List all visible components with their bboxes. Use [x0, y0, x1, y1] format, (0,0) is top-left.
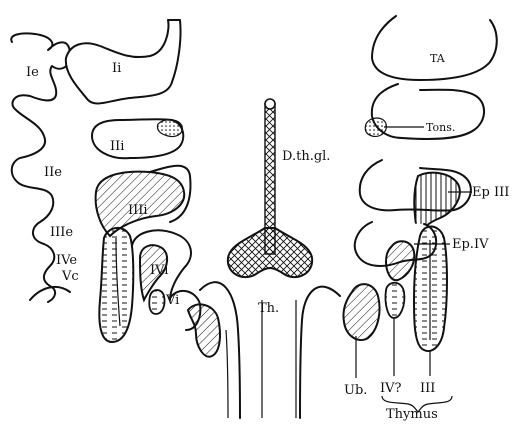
label-ep3: Ep III	[472, 185, 509, 200]
label-TA: TA	[430, 52, 446, 65]
label-Ii: Ii	[112, 61, 121, 76]
pouch-Vi	[149, 290, 164, 314]
label-tonsil: Tons.	[426, 121, 455, 134]
thyroid-body	[228, 228, 312, 277]
label-thymus: Thymus	[386, 407, 438, 422]
right-tube-outer	[300, 287, 340, 418]
label-duct: D.th.gl.	[282, 149, 330, 164]
pouch-Ii	[66, 20, 181, 103]
left-ultimobranchial-hatched	[188, 304, 220, 356]
left-lower-curve	[30, 287, 70, 300]
right-ultimobranchial	[343, 284, 379, 340]
duct-top-ring	[265, 99, 275, 109]
label-IIe: IIe	[44, 165, 62, 180]
label-Vi: Vi	[165, 293, 179, 308]
right-tonsil-spot	[365, 118, 386, 136]
label-iv: IV?	[380, 381, 402, 396]
label-Ie: Ie	[26, 65, 39, 80]
label-IVi: IVi	[150, 263, 168, 278]
label-IVe: IVe	[56, 253, 77, 268]
label-iii: III	[420, 381, 435, 396]
label-ub: Ub.	[344, 383, 367, 398]
label-IIIi: IIIi	[128, 203, 148, 218]
left-tube-inner	[226, 330, 228, 418]
label-IIIe: IIIe	[50, 225, 73, 240]
pouch-TA	[372, 16, 497, 80]
epithelial-body-IV	[386, 241, 414, 280]
label-thyroid: Th.	[258, 301, 279, 316]
label-Vc: Vc	[61, 269, 79, 284]
label-IIi: IIi	[110, 139, 124, 154]
label-ep4: Ep.IV	[452, 237, 489, 252]
right-thymus-IV	[385, 283, 404, 318]
